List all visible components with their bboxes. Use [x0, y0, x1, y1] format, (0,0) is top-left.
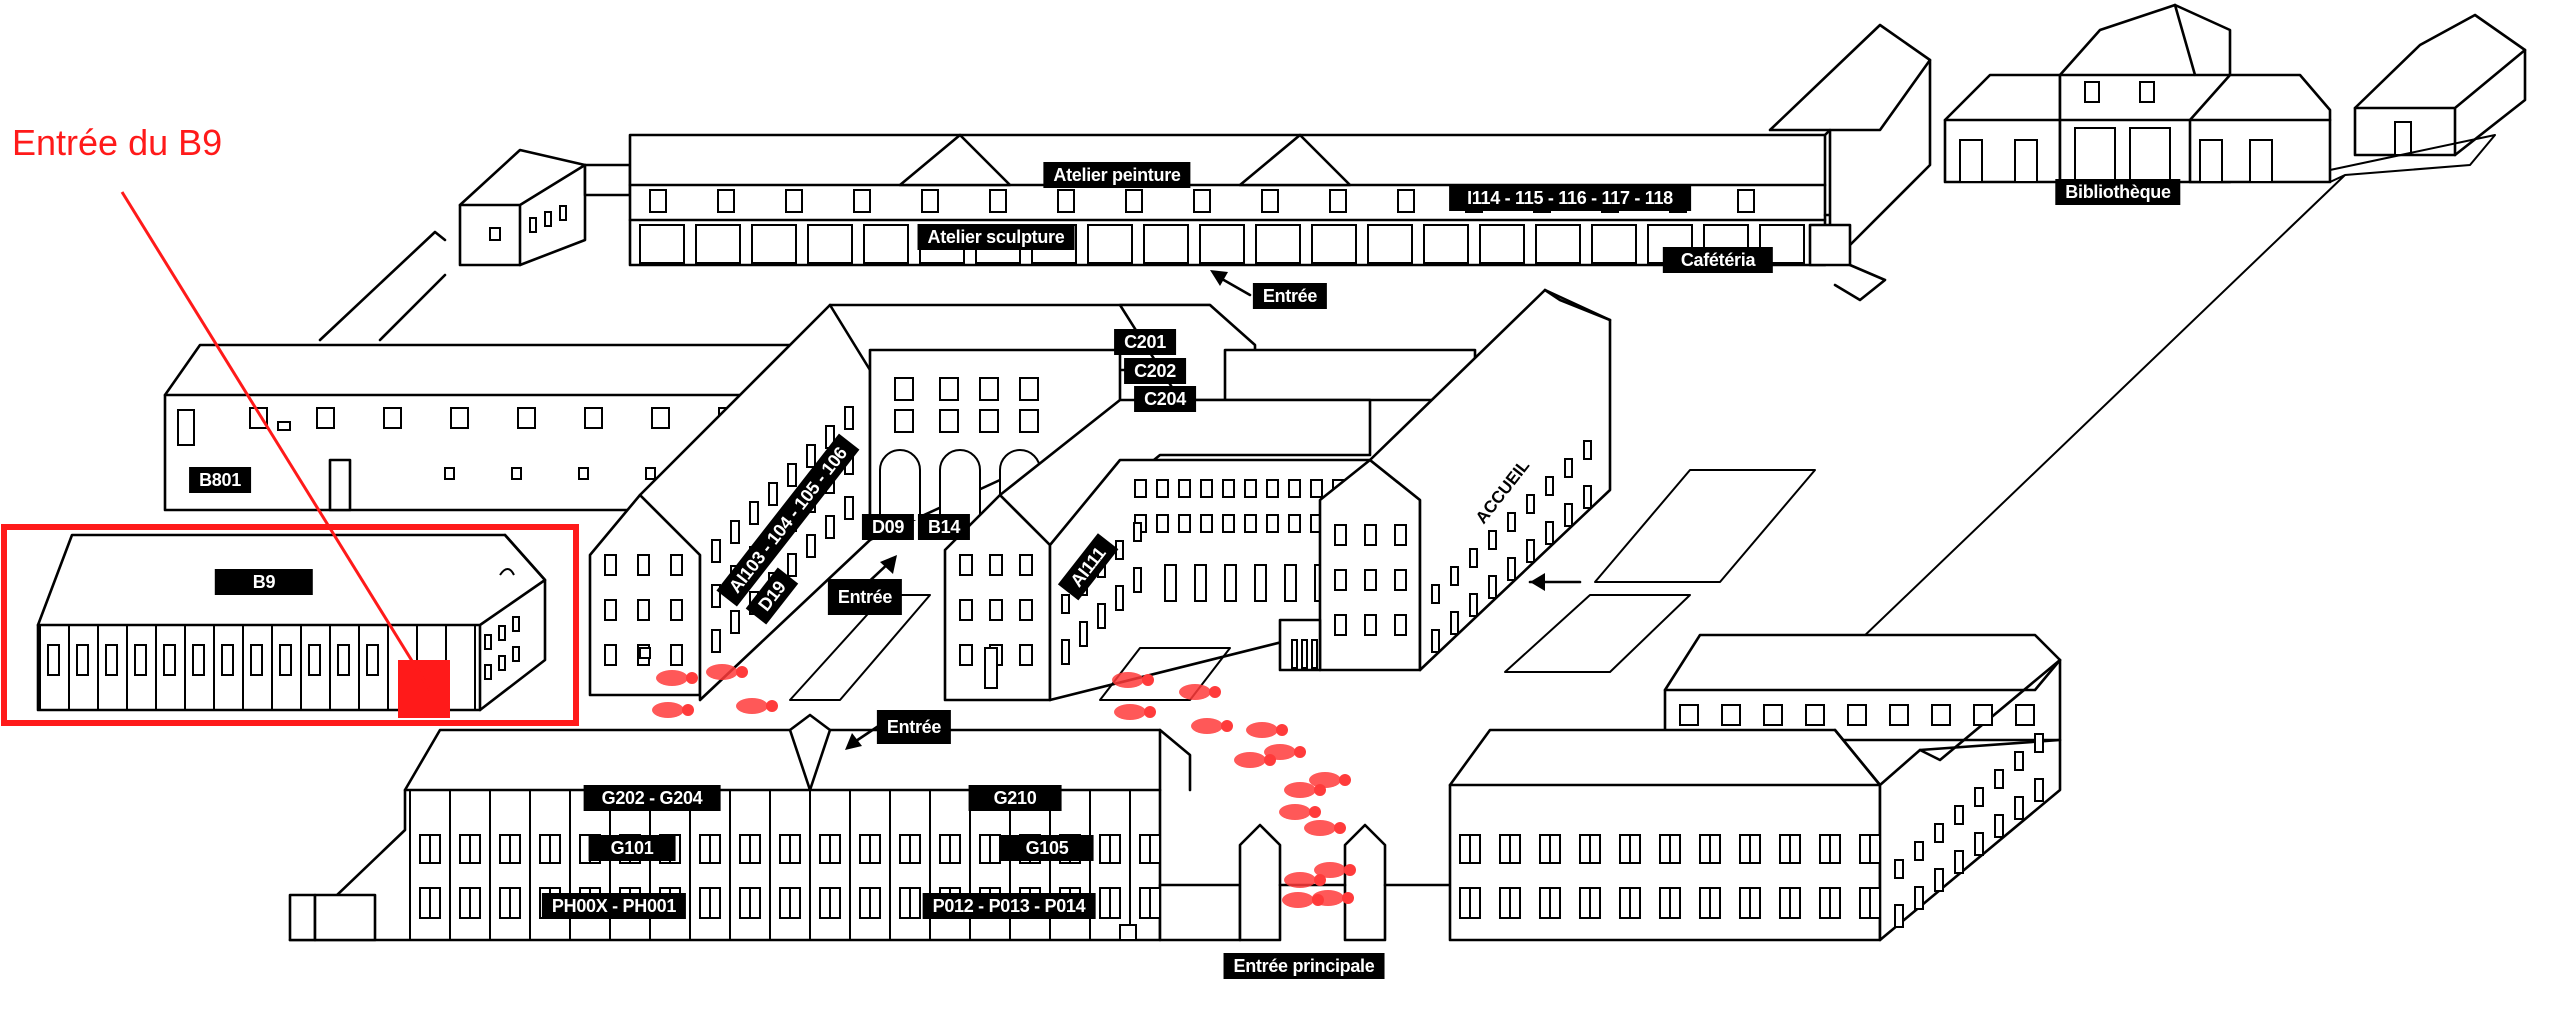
gate-towers: [1238, 823, 1452, 942]
b9-entrance-callout: Entrée du B9: [12, 122, 223, 163]
b9-entrance-marker: [398, 660, 450, 718]
callout-leader-line: [120, 191, 432, 691]
label-c201: C201: [1114, 329, 1176, 355]
label-entree-top: Entrée: [1252, 283, 1328, 309]
b9-highlight-frame: [1, 524, 579, 726]
label-b801: B801: [189, 467, 251, 493]
b9-building: [1, 191, 579, 726]
label-b9: B9: [214, 569, 314, 595]
label-g105: G105: [1000, 835, 1094, 861]
label-g202-g204: G202 - G204: [583, 785, 721, 811]
label-cafeteria: Cafétéria: [1662, 247, 1774, 273]
label-atelier-peinture: Atelier peinture: [1043, 162, 1191, 188]
label-b14: B14: [917, 514, 971, 540]
path-right: [1859, 134, 2496, 641]
right-building: [1448, 633, 2062, 942]
label-g101: G101: [588, 835, 676, 861]
label-c202: C202: [1124, 358, 1186, 384]
label-entree-principale: Entrée principale: [1223, 953, 1385, 979]
label-p012-p014: P012 - P013 - P014: [922, 893, 1096, 919]
label-rooms-i114: I114 - 115 - 116 - 117 - 118: [1449, 185, 1691, 211]
workshop-wing: [458, 23, 1932, 302]
arrow-icon: [845, 270, 1252, 750]
label-bibliotheque: Bibliothèque: [2055, 179, 2181, 205]
label-entree-low: Entrée: [876, 710, 952, 744]
label-c204: C204: [1134, 386, 1196, 412]
label-atelier-sculpture: Atelier sculpture: [917, 224, 1075, 250]
label-g210: G210: [968, 785, 1062, 811]
library-buildings: [1943, 3, 2527, 184]
label-entree-mid: Entrée: [827, 579, 903, 615]
footsteps-icon: [652, 664, 1356, 908]
label-ph00x-ph001: PH00X - PH001: [541, 893, 687, 919]
label-d09: D09: [861, 514, 915, 540]
g-building: [288, 713, 1242, 942]
